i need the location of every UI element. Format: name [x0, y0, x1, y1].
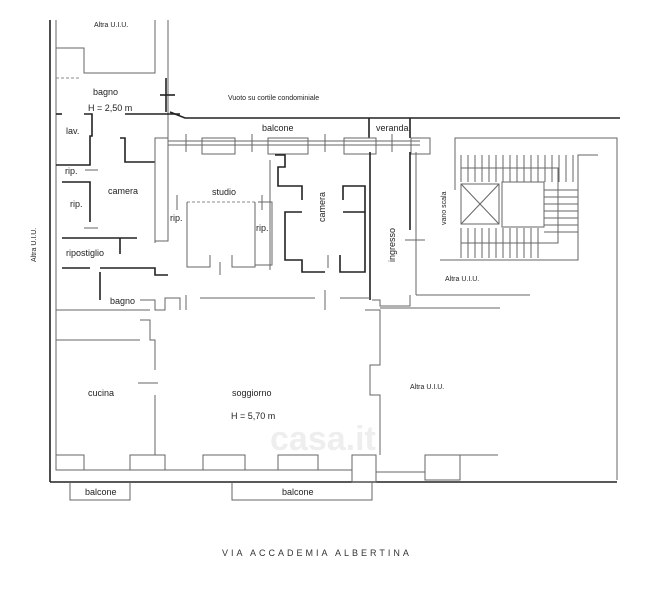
label-height-top: H = 2,50 m [88, 103, 132, 113]
label-camera-left: camera [108, 186, 138, 196]
stair-steps [460, 155, 578, 258]
street-name: VIA ACCADEMIA ALBERTINA [222, 548, 412, 558]
label-cucina: cucina [88, 388, 114, 398]
label-veranda: veranda [376, 123, 409, 133]
label-altra-left: Altra U.I.U. [31, 228, 38, 262]
label-ingresso: ingresso [387, 228, 397, 262]
label-bagno-mid: bagno [110, 296, 135, 306]
label-altra-stair: Altra U.I.U. [445, 276, 479, 283]
label-balcone-top: balcone [262, 123, 294, 133]
label-rip-3: rip. [170, 213, 183, 223]
label-rip-1: rip. [65, 166, 78, 176]
room-labels: Altra U.I.U. bagno H = 2,50 m Vuoto su c… [31, 22, 479, 497]
watermark: casa.it [270, 420, 376, 458]
label-camera-mid: camera [317, 192, 327, 222]
label-rip-2: rip. [70, 199, 83, 209]
label-studio: studio [212, 187, 236, 197]
label-height-soggiorno: H = 5,70 m [231, 411, 275, 421]
label-balcone-bottom-right: balcone [282, 487, 314, 497]
label-vano-scala: vano scala [441, 191, 448, 225]
label-altra-right: Altra U.I.U. [410, 384, 444, 391]
label-altra-top: Altra U.I.U. [94, 22, 128, 29]
label-rip-4: rip. [256, 223, 269, 233]
label-lav: lav. [66, 126, 79, 136]
label-soggiorno: soggiorno [232, 388, 272, 398]
label-bagno-top: bagno [93, 87, 118, 97]
label-balcone-bottom-left: balcone [85, 487, 117, 497]
label-ripostiglio: ripostiglio [66, 248, 104, 258]
label-courtyard: Vuoto su cortile condominiale [228, 95, 319, 102]
walls [49, 20, 620, 501]
